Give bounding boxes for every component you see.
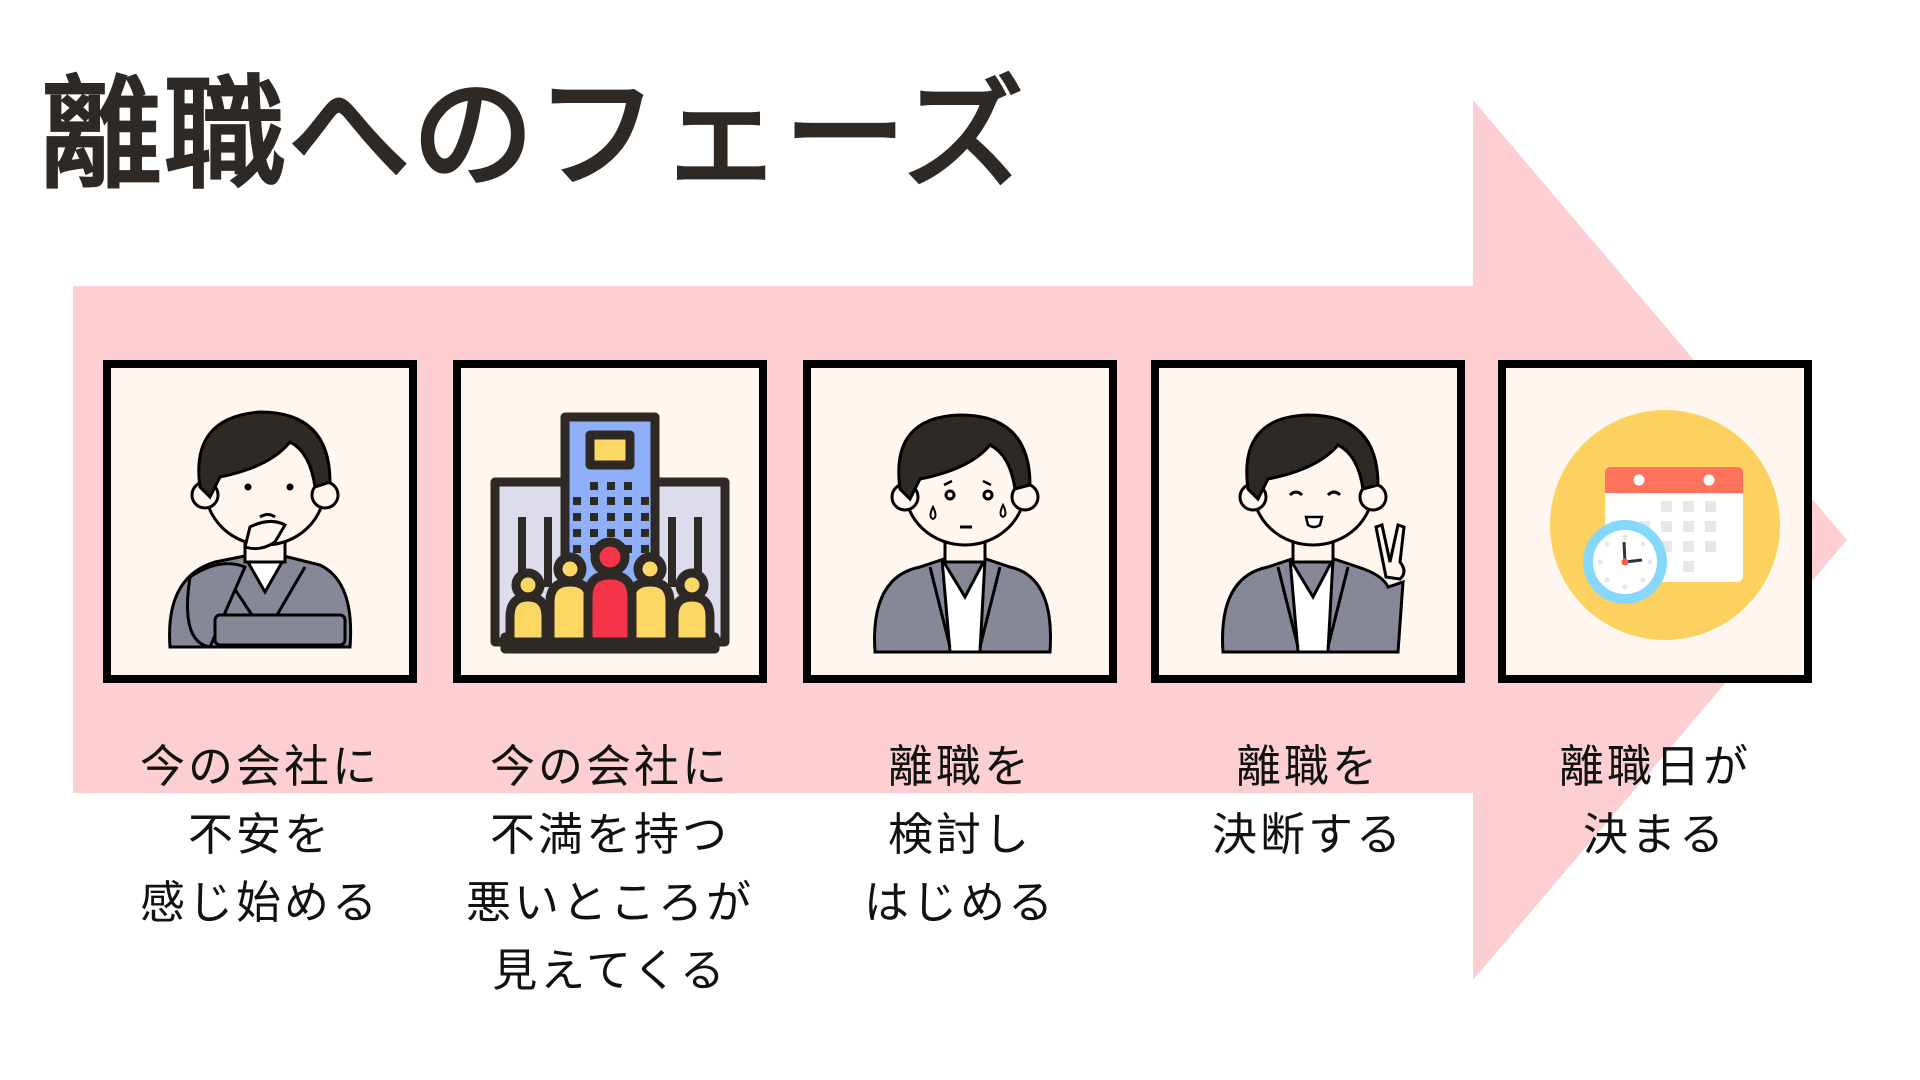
phase-4-box xyxy=(1151,360,1465,683)
office-building-people-icon xyxy=(490,412,730,653)
caption-line: 今の会社に xyxy=(139,740,380,793)
caption-line: 離職を xyxy=(887,740,1032,793)
peace-sign-man-icon xyxy=(1221,412,1406,653)
caption-line: 不満を持つ xyxy=(489,808,730,861)
caption-line: 悪いところが xyxy=(465,876,754,929)
caption-line: 離職を xyxy=(1235,740,1380,793)
phase-1-box xyxy=(103,360,417,683)
caption-line: 決断する xyxy=(1211,808,1404,861)
phase-5-caption: 離職日が 決まる xyxy=(1475,733,1835,869)
caption-line: はじめる xyxy=(863,876,1056,929)
caption-line: 決まる xyxy=(1582,808,1727,861)
caption-line: 検討し xyxy=(887,808,1032,861)
phase-2-box xyxy=(453,360,767,683)
phase-5-box xyxy=(1498,360,1812,683)
phase-2-caption: 今の会社に 不満を持つ 悪いところが 見えてくる xyxy=(430,733,790,1005)
caption-line: 不安を xyxy=(187,808,332,861)
phase-3-box xyxy=(803,360,1117,683)
phase-3-caption: 離職を 検討し はじめる xyxy=(780,733,1140,937)
page-title: 離職へのフェーズ xyxy=(40,64,1026,206)
thinking-man-icon xyxy=(168,409,353,649)
phase-4-caption: 離職を 決断する xyxy=(1128,733,1488,869)
calendar-clock-icon xyxy=(1550,409,1780,640)
phase-1-caption: 今の会社に 不安を 感じ始める xyxy=(80,733,440,937)
caption-line: 感じ始める xyxy=(139,876,380,929)
caption-line: 見えてくる xyxy=(492,944,728,997)
worried-man-icon xyxy=(873,412,1052,653)
caption-line: 離職日が xyxy=(1558,740,1751,793)
caption-line: 今の会社に xyxy=(489,740,730,793)
